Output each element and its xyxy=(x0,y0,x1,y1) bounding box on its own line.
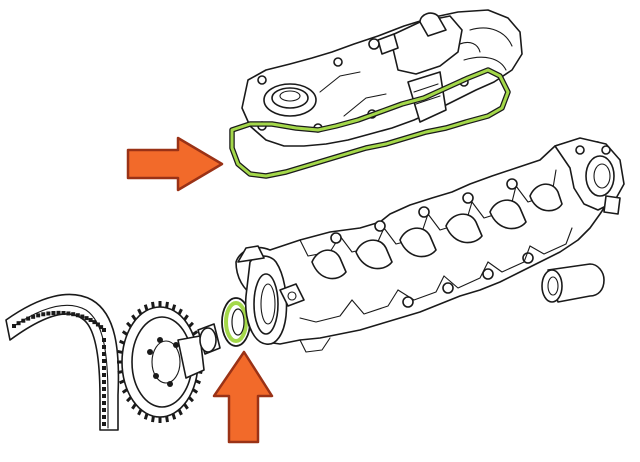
belt-tooth xyxy=(12,324,16,328)
belt-tooth xyxy=(102,366,106,370)
belt-tooth xyxy=(61,311,66,315)
belt-tooth xyxy=(84,316,89,321)
belt-tooth xyxy=(102,359,106,363)
gear-tooth xyxy=(131,403,137,410)
plug xyxy=(541,263,605,303)
gear-tooth xyxy=(183,314,189,321)
timing-belt xyxy=(5,293,120,431)
belt-tooth xyxy=(46,311,51,316)
gear-tooth xyxy=(188,396,195,403)
gear-tooth xyxy=(177,308,183,316)
gear-tooth xyxy=(143,413,149,420)
gear-tooth xyxy=(125,321,132,328)
arrow-right xyxy=(126,136,224,192)
gear-tooth xyxy=(183,403,189,410)
belt-tooth xyxy=(16,321,21,326)
belt-tooth xyxy=(102,328,106,332)
gear-tooth xyxy=(137,308,143,316)
cylinder-head xyxy=(235,137,625,353)
gear-tooth xyxy=(171,413,177,420)
belt-tooth xyxy=(80,314,85,319)
belt-tooth xyxy=(102,408,106,412)
belt-tooth xyxy=(102,373,106,377)
gear-tooth xyxy=(125,396,132,403)
arrow-up xyxy=(212,350,274,444)
belt-tooth xyxy=(75,313,80,318)
belt-tooth xyxy=(102,345,106,349)
gear-tooth xyxy=(121,388,128,394)
belt-tooth xyxy=(102,380,106,384)
belt-tooth xyxy=(102,394,106,398)
belt-tooth xyxy=(41,312,46,317)
gear-tooth xyxy=(131,314,137,321)
cam-key xyxy=(197,323,221,355)
gear-tooth xyxy=(137,408,143,416)
belt-tooth xyxy=(102,387,106,391)
gear-tooth xyxy=(171,304,177,311)
gear-tooth xyxy=(195,379,202,385)
belt-tooth xyxy=(36,313,41,318)
belt-tooth xyxy=(102,422,106,426)
belt-tooth xyxy=(66,311,71,316)
gear-tooth xyxy=(121,330,128,336)
gear-tooth xyxy=(192,388,199,394)
belt-tooth xyxy=(99,325,104,330)
belt-tooth xyxy=(92,320,97,325)
belt-tooth xyxy=(102,352,106,356)
belt-tooth xyxy=(51,311,56,316)
gear-tooth xyxy=(177,408,183,416)
gear-tooth xyxy=(151,301,155,309)
gear-tooth xyxy=(165,301,169,309)
gear-tooth xyxy=(192,330,199,336)
cam-gear xyxy=(117,301,205,423)
gear-tooth xyxy=(117,349,123,354)
belt-tooth xyxy=(95,322,100,327)
gear-tooth xyxy=(143,304,149,311)
belt-tooth xyxy=(56,310,61,315)
belt-tooth xyxy=(88,317,93,322)
belt-tooth xyxy=(102,401,106,405)
belt-tooth xyxy=(31,314,36,319)
gear-tooth xyxy=(118,379,125,385)
gear-tooth xyxy=(151,415,155,423)
valve-cover-gasket xyxy=(229,67,511,179)
gear-tooth xyxy=(118,339,125,345)
belt-tooth xyxy=(102,338,106,342)
belt-tooth xyxy=(26,316,31,321)
gear-tooth xyxy=(117,370,123,375)
belt-tooth xyxy=(102,415,106,419)
belt-tooth xyxy=(71,312,76,317)
gear-tooth xyxy=(188,321,195,328)
gear-tooth xyxy=(165,415,169,423)
belt-tooth xyxy=(21,318,26,323)
